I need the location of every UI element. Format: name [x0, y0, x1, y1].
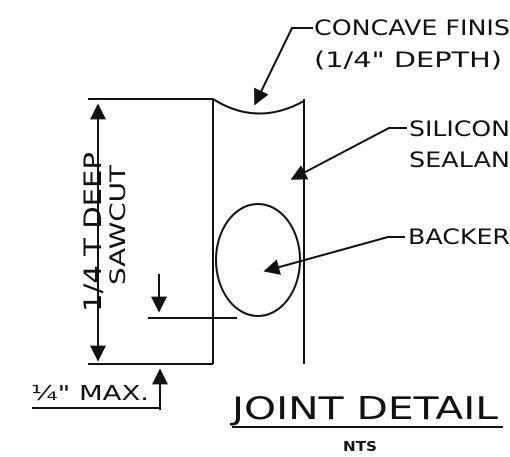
depth-dimension-label-line2: SAWCUT: [106, 165, 130, 285]
backer-rod: [215, 203, 301, 317]
depth-dimension: [88, 98, 213, 365]
concave-finish-surface: [212, 98, 305, 115]
concave-finish-leader: [254, 27, 313, 106]
bottom-gap-dimension: [32, 274, 237, 410]
backer-leader: [263, 236, 405, 275]
joint-section: [212, 98, 305, 364]
silicone-label-line1: SILICON: [409, 117, 510, 141]
concave-finish-label-line2: (1/4" DEPTH): [314, 48, 502, 72]
backer-label: BACKER: [408, 225, 510, 249]
silicone-leader: [290, 127, 407, 180]
callout-leaders: [254, 27, 407, 275]
detail-title: JOINT DETAIL: [229, 391, 499, 427]
concave-finish-label-line1: CONCAVE FINIS: [314, 16, 510, 40]
max-gap-label: ¼" MAX.: [31, 381, 149, 405]
silicone-label-line2: SEALAN: [409, 148, 510, 172]
detail-scale: NTS: [343, 440, 377, 455]
depth-dimension-label-line1: 1/4 T DEEP: [79, 152, 107, 312]
